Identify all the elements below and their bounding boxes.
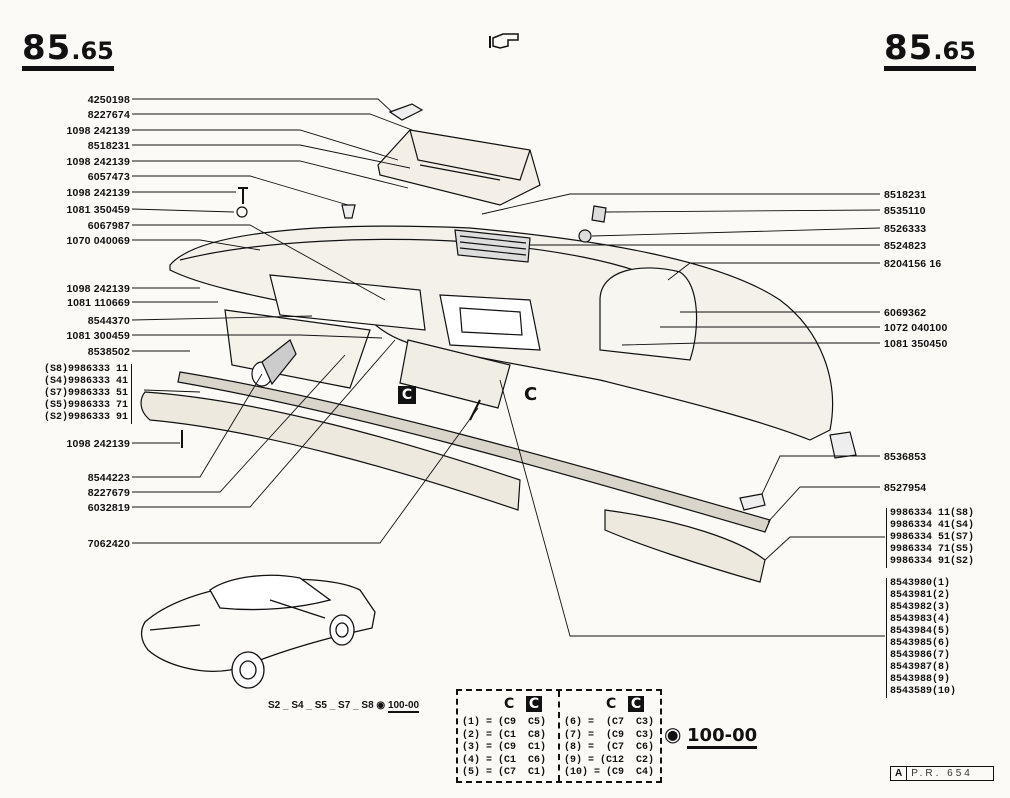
right-part-group-1: 9986334 11(S8)9986334 41(S4)9986334 51(S… bbox=[886, 508, 974, 568]
vent-grille-part bbox=[454, 229, 531, 263]
part-number-label: 1072 040100 bbox=[884, 322, 948, 334]
c-marker-box: C bbox=[398, 386, 416, 404]
part-number-entry: (S4)9986333 41 bbox=[44, 376, 129, 387]
part-number-entry: (S8)9986333 11 bbox=[44, 364, 129, 375]
part-number-label: 8227674 bbox=[87, 109, 130, 121]
part-number-entry: 8543980(1) bbox=[890, 578, 951, 589]
screw-part bbox=[238, 187, 248, 204]
part-number-label: 1081 300459 bbox=[66, 330, 130, 342]
part-number-label: 1081 350459 bbox=[66, 204, 130, 216]
part-number-entry: 9986334 91(S2) bbox=[890, 556, 975, 567]
part-number-entry: 9986334 41(S4) bbox=[890, 520, 975, 531]
left-part-group: (S8)9986333 11(S4)9986333 41(S7)9986333 … bbox=[44, 364, 133, 424]
glovebox-part bbox=[377, 129, 541, 206]
table-divider bbox=[558, 691, 560, 781]
part-number-entry: (S5)9986333 71 bbox=[44, 400, 129, 411]
part-number-entry: 9986334 71(S5) bbox=[890, 544, 975, 555]
part-number-label: 4250198 bbox=[87, 94, 130, 106]
part-number-label: 1098 242139 bbox=[66, 187, 130, 199]
table-row: (3) = (C9 C1) bbox=[462, 742, 547, 753]
padded-strip-part bbox=[140, 371, 771, 533]
clip-part bbox=[591, 205, 607, 223]
part-number-label: 6067987 bbox=[87, 220, 130, 232]
part-number-entry: 8543981(2) bbox=[890, 590, 951, 601]
center-panel-part bbox=[399, 339, 511, 409]
variants-line: S2 _ S4 _ S5 _ S7 _ S8 ◉ 100-00 bbox=[268, 700, 420, 713]
part-number-label: 8535110 bbox=[884, 205, 926, 217]
grommet-part bbox=[578, 229, 592, 243]
clip-part bbox=[739, 493, 766, 511]
part-number-entry: 9986334 51(S7) bbox=[890, 532, 975, 543]
table-row: (7) = (C9 C3) bbox=[564, 729, 655, 741]
table-row: (2) = (C1 C8) bbox=[462, 729, 547, 741]
hand-pointing-icon bbox=[489, 33, 519, 49]
part-number-label: 8518231 bbox=[87, 140, 130, 152]
part-number-label: 6032819 bbox=[87, 502, 130, 514]
part-number-label: 8227679 bbox=[87, 487, 130, 499]
eye-icon: ◉ bbox=[376, 700, 386, 711]
car-illustration bbox=[140, 574, 376, 689]
part-number-label: 1098 242139 bbox=[66, 156, 130, 168]
part-number-entry: 8543988(9) bbox=[890, 674, 951, 685]
page-number-right: 85.65 bbox=[884, 28, 976, 71]
part-number-label: 6057473 bbox=[87, 171, 130, 183]
leader-lines bbox=[131, 98, 479, 544]
washer-part bbox=[236, 206, 248, 218]
part-number-label: 1098 242139 bbox=[66, 125, 130, 137]
part-number-label: 1081 110669 bbox=[67, 297, 130, 309]
part-number-label: 8524823 bbox=[884, 240, 927, 252]
part-number-entry: 8543589(10) bbox=[890, 686, 957, 697]
table-row: (10) = (C9 C4) bbox=[564, 767, 655, 778]
part-number-label: 7062420 bbox=[87, 538, 130, 550]
page-number-underline bbox=[22, 66, 114, 71]
eye-icon: ◉ bbox=[664, 722, 682, 746]
table-row: (4) = (C1 C6) bbox=[462, 754, 547, 766]
part-number-entry: 8543987(8) bbox=[890, 662, 951, 673]
table-row: (5) = (C7 C1) bbox=[462, 767, 547, 778]
eye-code: ◉ 100-00 bbox=[664, 722, 758, 749]
right-pad-part bbox=[604, 509, 766, 583]
nut-part bbox=[341, 204, 356, 219]
dashboard-main-part bbox=[169, 225, 834, 441]
part-number-label: 8518231 bbox=[884, 189, 927, 201]
part-number-label: 1098 242139 bbox=[66, 438, 130, 450]
page-number-underline bbox=[884, 66, 976, 71]
part-number-entry: (S2)9986333 91 bbox=[44, 412, 129, 423]
part-number-label: 8527954 bbox=[884, 482, 927, 494]
part-number-entry: 9986334 11(S8) bbox=[890, 508, 975, 519]
part-number-label: 8544223 bbox=[87, 472, 130, 484]
part-number-label: 8526333 bbox=[884, 223, 927, 235]
table-row: (1) = (C9 C5) bbox=[462, 717, 547, 728]
right-part-group-2: 8543980(1)8543981(2)8543982(3)8543983(4)… bbox=[886, 578, 956, 698]
part-number-entry: (S7)9986333 51 bbox=[44, 388, 129, 399]
table-row: (9) = (C12 C2) bbox=[564, 754, 655, 766]
part-number-entry: 8543986(7) bbox=[890, 650, 951, 661]
bracket-part bbox=[829, 431, 857, 459]
part-number-label: 8538502 bbox=[87, 346, 130, 358]
part-number-label: 6069362 bbox=[884, 307, 927, 319]
part-number-entry: 8543982(3) bbox=[890, 602, 951, 613]
part-number-label: 1098 242139 bbox=[66, 283, 130, 295]
part-number-entry: 8543984(5) bbox=[890, 626, 951, 637]
part-number-label: 8544370 bbox=[87, 315, 130, 327]
leader-lines bbox=[481, 193, 885, 637]
page-number-left: 85.65 bbox=[22, 28, 114, 71]
part-number-entry: 8543985(6) bbox=[890, 638, 951, 649]
clip-part bbox=[388, 103, 424, 121]
part-number-label: 8204156 16 bbox=[884, 258, 942, 270]
table-row: (6) = (C7 C3) bbox=[564, 717, 655, 728]
part-number-label: 1070 040069 bbox=[66, 235, 130, 247]
table-row: (8) = (C7 C6) bbox=[564, 742, 655, 753]
part-number-label: 1081 350450 bbox=[884, 338, 948, 350]
part-number-entry: 8543983(4) bbox=[890, 614, 951, 625]
part-number-label: 8536853 bbox=[884, 451, 927, 463]
c-marker-letter: C bbox=[524, 384, 538, 405]
